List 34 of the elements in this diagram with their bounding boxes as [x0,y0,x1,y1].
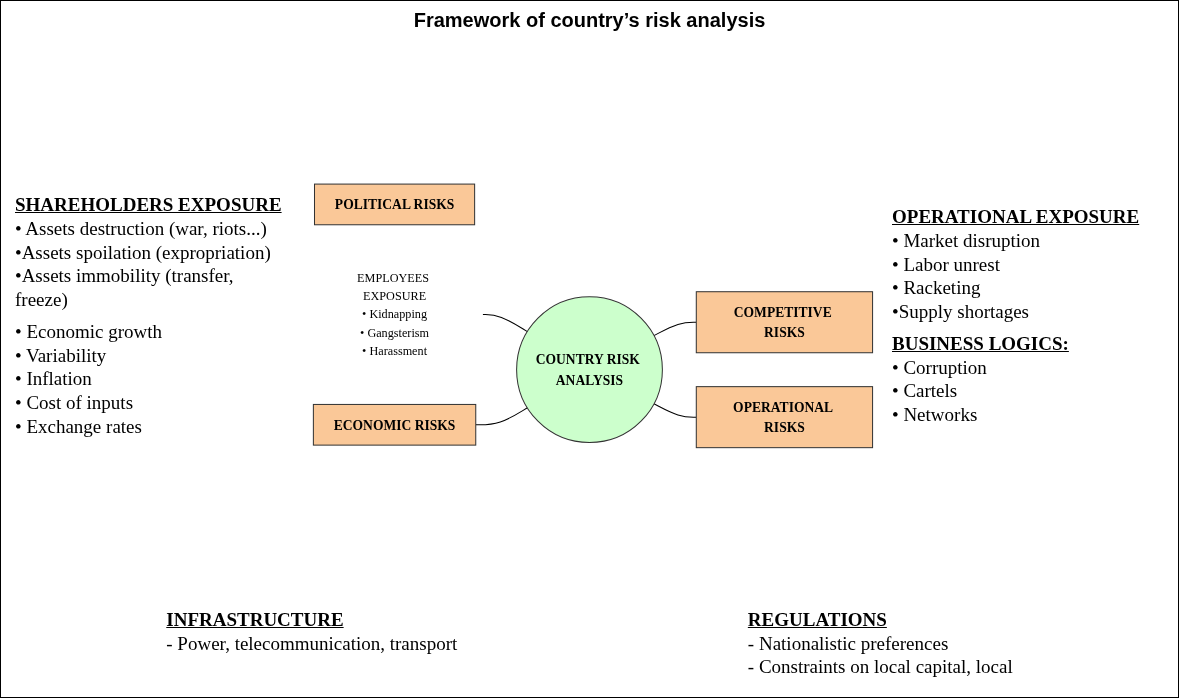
title: Framework of country’s risk analysis [413,9,766,32]
list-item: • Corruption [892,355,987,380]
node-circle: COUNTRY RISK ANALYSIS [516,296,663,444]
list-item: - Nationalistic preferences [747,631,949,656]
list-item: •Assets immobility (transfer, freeze) [15,264,235,312]
section-heading: REGULATIONS [747,607,887,632]
node-box: ECONOMIC RISKS [312,403,477,446]
connector [653,321,697,337]
list-item: - Power, telecommunication, transport [166,631,458,656]
list-item: • Exchange rates [15,414,142,439]
list-item: • Assets destruction (war, riots...) [15,216,267,241]
connector [475,407,528,426]
list-item: •Supply shortages [892,300,1029,324]
section-heading: INFRASTRUCTURE [166,607,344,632]
section-heading: BUSINESS LOGICS: [892,331,1069,356]
list-item: • Cost of inputs [15,391,134,415]
list-item: • Networks [892,403,978,427]
node-box: POLITICAL RISKS [314,183,476,226]
list-item: •Assets spoilation (expropriation) [15,240,271,265]
list-item: • Variability [15,343,107,368]
node-text: EMPLOYEES EXPOSURE • Kidnapping • Gangsterism • Harassment [357,270,430,358]
section-heading: SHAREHOLDERS EXPOSURE [15,193,282,217]
node-box: COMPETITIVE RISKS [695,291,874,354]
node-box: OPERATIONAL RISKS [695,386,874,449]
connector [482,314,528,333]
section-heading: OPERATIONAL EXPOSURE [892,205,1140,229]
list-item: • Market disruption [892,228,1041,253]
list-item: • Labor unrest [892,252,1000,277]
list-item: • Economic growth [15,319,162,344]
connector [653,403,697,418]
list-item: • Racketing [892,276,981,300]
list-item: - Constraints on local capital, local [747,655,1013,679]
list-item: • Cartels [892,379,958,403]
list-item: • Inflation [15,367,92,392]
